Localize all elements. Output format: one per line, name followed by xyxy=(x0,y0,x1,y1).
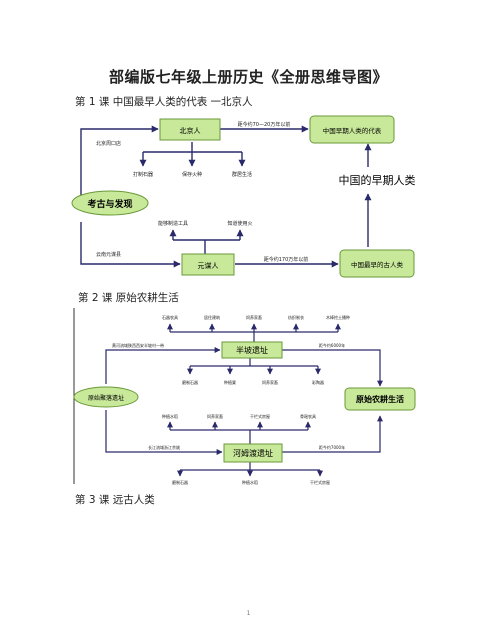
label-time-yuanmou: 距今约170万年以前 xyxy=(264,256,309,263)
svg-text:元谋人: 元谋人 xyxy=(198,261,219,270)
lesson2-heading: 第 2 课 原始农耕生活 xyxy=(78,292,179,304)
svg-text:北京人: 北京人 xyxy=(180,126,201,135)
node-banpo: 半坡遗址 xyxy=(221,341,283,359)
label-banpo-bottom-4: 彩陶器 xyxy=(312,379,324,385)
node-beijing-man: 北京人 xyxy=(159,118,221,141)
node-archaeology: 考古与发现 xyxy=(71,190,149,216)
page-title: 部编版七年级上册历史《全册思维导图》 xyxy=(108,68,388,86)
svg-text:中国的早期人类: 中国的早期人类 xyxy=(339,173,416,187)
label-banpo-bottom-1: 磨制石器 xyxy=(182,379,198,385)
svg-text:原始农耕生活: 原始农耕生活 xyxy=(356,394,404,404)
label-hemudu-top-4: 骨耜农具 xyxy=(300,413,316,419)
page-number: 1 xyxy=(246,610,251,617)
label-top-1: 石器农具 xyxy=(162,314,178,320)
node-early-humans: 中国的早期人类 xyxy=(339,173,416,187)
label-yuanmou-county: 云南元谋县 xyxy=(96,251,121,258)
svg-text:半坡遗址: 半坡遗址 xyxy=(236,345,268,355)
label-hemudu-bottom-2: 种植水稻 xyxy=(242,479,258,485)
svg-text:原始聚落遗址: 原始聚落遗址 xyxy=(88,394,124,402)
label-banpo-time: 距今约6000年 xyxy=(319,342,345,348)
lesson1-mindmap: 北京人 中国早期人类的代表 考古与发现 中国的早期人类 元谋人 中国最早的古人类… xyxy=(71,115,416,278)
label-top-2: 居住建筑 xyxy=(204,314,220,320)
svg-text:中国最早的古人类: 中国最早的古人类 xyxy=(351,260,404,269)
label-banpo-bottom-3: 饲养家畜 xyxy=(262,379,278,385)
node-earliest-ancient: 中国最早的古人类 xyxy=(339,249,415,278)
lesson2-mindmap: 半坡遗址 原始聚落遗址 原始农耕生活 河姆渡遗址 石器农具 居住建筑 饲养家畜 … xyxy=(73,308,416,485)
svg-text:中国早期人类的代表: 中国早期人类的代表 xyxy=(323,126,382,135)
svg-text:河姆渡遗址: 河姆渡遗址 xyxy=(233,448,273,458)
label-top-3: 饲养家畜 xyxy=(246,314,262,320)
label-use-fire: 知道使用火 xyxy=(227,220,252,227)
label-hemudu-top-1: 种植水稻 xyxy=(162,413,178,419)
svg-text:考古与发现: 考古与发现 xyxy=(87,198,132,210)
node-earliest-representative: 中国早期人类的代表 xyxy=(309,115,395,144)
label-time-beijing: 距今约70—20万年以前 xyxy=(238,121,291,128)
label-top-4: 纺织制衣 xyxy=(288,314,304,320)
node-agriculture: 原始农耕生活 xyxy=(344,387,416,411)
label-stone-tools: 打制石器 xyxy=(133,171,153,178)
node-yuanmou-man: 元谋人 xyxy=(181,253,235,276)
label-hemudu-time: 距今约7000年 xyxy=(319,444,345,450)
label-make-tools: 能够制造工具 xyxy=(158,220,188,227)
label-banpo-bottom-2: 种植粟 xyxy=(224,379,236,385)
label-top-5: 木棒挖土播种 xyxy=(326,314,350,320)
node-hemudu: 河姆渡遗址 xyxy=(223,443,283,463)
lesson3-heading: 第 3 课 远古人类 xyxy=(75,494,155,506)
label-hemudu-location: 长江流域浙江余姚 xyxy=(148,444,180,450)
node-primitive-sites: 原始聚落遗址 xyxy=(73,386,139,408)
label-hemudu-top-3: 干栏式房屋 xyxy=(250,413,270,419)
label-keep-fire: 保存火种 xyxy=(182,171,202,178)
lesson1-heading: 第 1 课 中国最早人类的代表 一北京人 xyxy=(75,96,253,108)
label-hemudu-bottom-1: 磨制石器 xyxy=(172,479,188,485)
label-banpo-location: 黄河流域陕西西安半坡村一带 xyxy=(112,342,164,348)
label-zhoukoudian: 北京周口店 xyxy=(96,140,121,147)
label-hemudu-top-2: 饲养家畜 xyxy=(207,413,223,419)
label-hemudu-bottom-3: 干栏式房屋 xyxy=(310,479,330,485)
label-group-life: 群居生活 xyxy=(232,171,252,178)
